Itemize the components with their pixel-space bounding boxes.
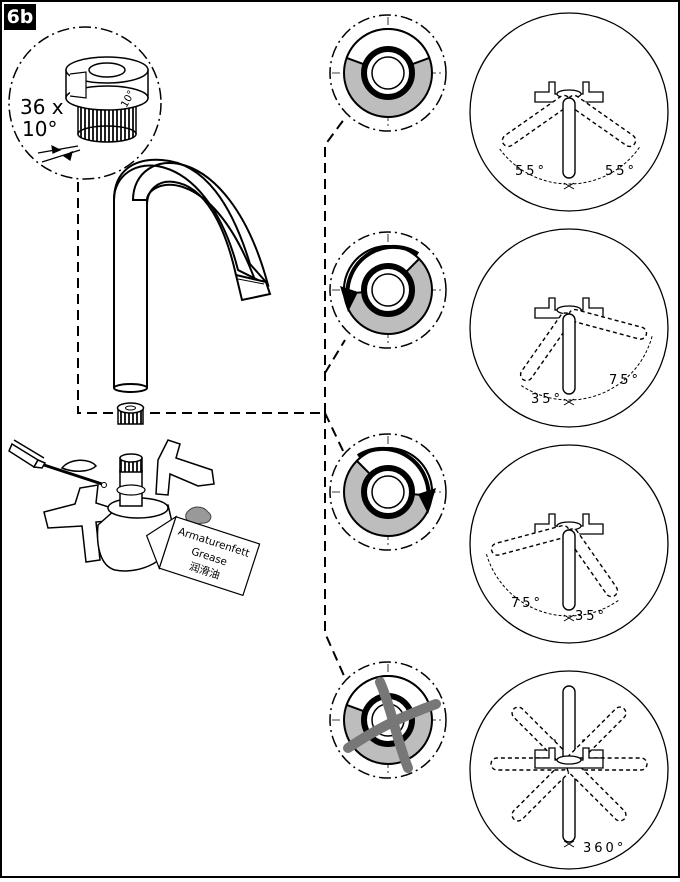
- ring-bore: [371, 475, 405, 509]
- screwdriver-icon: [8, 439, 103, 486]
- angle-arc: [485, 552, 619, 617]
- rotation-detail-column: 55° 55° 35° 75° 75° 35° 360°: [469, 12, 669, 870]
- handle-position: [562, 313, 576, 395]
- cross-handle-base: [534, 81, 604, 103]
- angle-label-left: 55°: [515, 164, 547, 179]
- spline-count-label: 36 x: [20, 95, 64, 119]
- angle-label-right: 55°: [605, 164, 637, 179]
- valve-assembly: [8, 439, 215, 572]
- spout: [113, 158, 272, 393]
- spline-angle-label: 10°: [22, 117, 57, 141]
- cross-handle-base: [534, 747, 604, 769]
- ring-detail-1: [329, 14, 447, 132]
- step-badge: 6b: [4, 4, 36, 30]
- grease-tag: Armaturenfett Grease 润滑油: [145, 515, 261, 597]
- ring-detail-2: [329, 231, 447, 349]
- arrow-head-left-icon: [340, 286, 358, 312]
- ring-detail-3: [329, 433, 447, 551]
- ring-detail-column: [329, 14, 447, 779]
- cross-handle-right: [155, 439, 215, 496]
- rotate-left-arrow: [345, 244, 420, 301]
- angle-label-left: 75°: [511, 596, 543, 611]
- angle-arrows: [37, 144, 81, 163]
- arrow-head-right-icon: [418, 488, 436, 514]
- rotate-right-arrow: [356, 446, 431, 503]
- ring-bore: [371, 56, 405, 90]
- handle-position: [562, 529, 576, 611]
- rotation-detail-2: 35° 75°: [469, 228, 669, 428]
- ring-bore: [371, 273, 405, 307]
- angle-label-right: 35°: [575, 609, 607, 624]
- handle-hub: [556, 755, 582, 765]
- rotation-detail-4: 360°: [469, 670, 669, 870]
- angle-arc: [519, 336, 653, 401]
- rotation-detail-1: 55° 55°: [469, 12, 669, 212]
- cross-out-stroke-b: [375, 677, 413, 773]
- angle-label-full: 360°: [583, 841, 626, 856]
- ring-detail-4: [329, 661, 447, 779]
- spline-detail: 36 x 10° 10°: [8, 26, 162, 180]
- leader-lines: [77, 117, 346, 679]
- handle-position: [562, 97, 576, 179]
- angle-arc: [498, 147, 640, 185]
- adapter-part: [116, 402, 145, 425]
- zero-mark: [563, 840, 575, 848]
- adapter-ring: [65, 56, 149, 143]
- angle-label-left: 35°: [531, 392, 563, 407]
- rotation-detail-3: 75° 35°: [469, 444, 669, 644]
- angle-label-right: 75°: [609, 373, 641, 388]
